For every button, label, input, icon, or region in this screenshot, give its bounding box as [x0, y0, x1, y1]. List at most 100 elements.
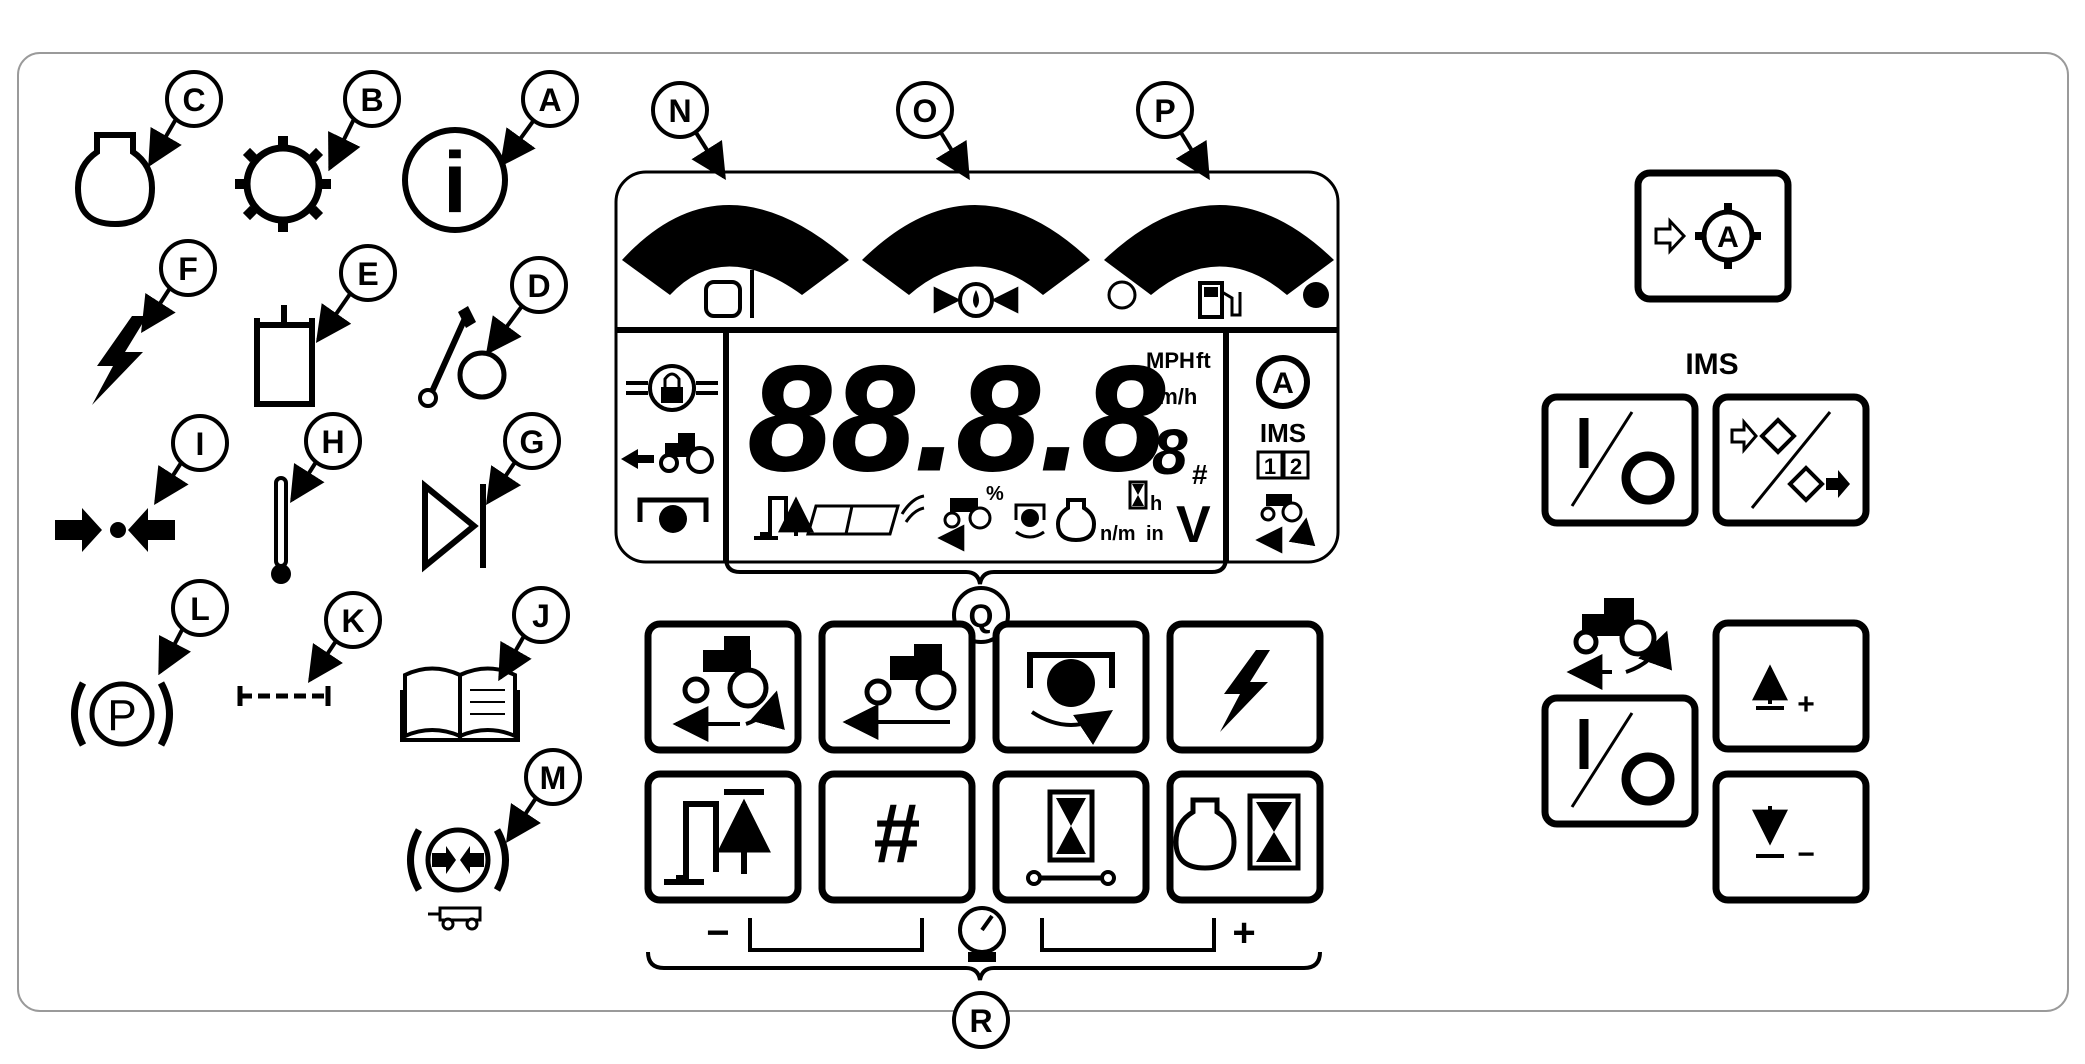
callout-k: K: [324, 591, 382, 649]
callout-i: I: [171, 414, 229, 472]
unit-h: h: [1150, 493, 1162, 515]
svg-text:E: E: [357, 256, 378, 292]
callout-j: J: [512, 586, 570, 644]
svg-text:O: O: [913, 93, 938, 129]
hash-key[interactable]: #: [818, 770, 976, 904]
parking-brake-icon: P: [71, 681, 173, 747]
svg-text:H: H: [321, 424, 344, 460]
converging-arrows-icon: [55, 508, 175, 552]
lcd-tractor-turn-icon: [1255, 494, 1316, 554]
lcd-engine-icon: [1055, 498, 1097, 543]
svg-text:i: i: [443, 135, 467, 231]
svg-text:P: P: [1154, 93, 1175, 129]
svg-text:B: B: [360, 82, 383, 118]
headland-tractor-icon: [1566, 598, 1673, 690]
speedometer-icon: [958, 906, 1006, 962]
svg-text:L: L: [190, 591, 210, 627]
raise-increase-key[interactable]: +: [1712, 619, 1870, 753]
lcd-auto-gear-icon: A: [1256, 355, 1310, 409]
decrease-label: −: [706, 911, 729, 955]
callout-n: N: [651, 81, 709, 139]
svg-text:A: A: [1272, 367, 1294, 400]
svg-text:M: M: [540, 760, 567, 796]
service-hourglass-key[interactable]: [992, 770, 1150, 904]
callout-o: O: [896, 81, 954, 139]
callout-r: R: [952, 991, 1010, 1049]
callout-p: P: [1136, 81, 1194, 139]
dashed-width-icon: [237, 686, 331, 706]
decrease-bracket: [748, 918, 924, 952]
lcd-gear-bracket-icon: [637, 497, 709, 533]
callout-g: G: [503, 412, 561, 470]
svg-text:F: F: [178, 251, 198, 287]
headland-on-off-key[interactable]: [1541, 694, 1699, 828]
callout-d: D: [510, 256, 568, 314]
ims-sequence-key[interactable]: [1712, 393, 1870, 527]
callout-e: E: [339, 244, 397, 302]
tractor-reverse-key[interactable]: [818, 620, 976, 754]
callout-h: H: [304, 412, 362, 470]
svg-text:2: 2: [1290, 454, 1302, 479]
lcd-slip-tractor-icon: %: [900, 483, 1004, 552]
auto-transmission-key[interactable]: A: [1634, 169, 1792, 303]
svg-text:K: K: [341, 603, 364, 639]
unit-kmh: km/h: [1146, 384, 1197, 409]
svg-text:R: R: [969, 1003, 992, 1039]
small-digit: 8: [1152, 416, 1188, 488]
svg-text:G: G: [520, 424, 545, 460]
open-book-icon: [400, 666, 520, 742]
unit-mph: MPH: [1146, 348, 1195, 373]
svg-text:I: I: [196, 426, 205, 462]
coolant-temperature-gauge: [622, 205, 849, 318]
svg-text:A: A: [538, 82, 561, 118]
lcd-display: [614, 170, 1340, 564]
svg-text:D: D: [527, 268, 550, 304]
svg-text:J: J: [532, 598, 550, 634]
oil-pressure-gauge: [862, 205, 1090, 318]
lower-decrease-key[interactable]: −: [1712, 770, 1870, 904]
svg-text:%: %: [986, 483, 1004, 505]
svg-text:#: #: [874, 786, 921, 880]
svg-text:C: C: [182, 82, 205, 118]
svg-text:A: A: [1717, 221, 1739, 254]
filter-icon: [254, 305, 315, 407]
increase-label: +: [1232, 911, 1255, 955]
callout-c: C: [165, 70, 223, 128]
callout-l: L: [171, 579, 229, 637]
engine-hours-key[interactable]: [1166, 770, 1324, 904]
lcd-gear-rotate-icon: [1014, 503, 1046, 539]
bracket-q: [724, 557, 1228, 585]
gear-rotate-key[interactable]: [992, 620, 1150, 754]
bracket-r: [646, 951, 1322, 981]
svg-text:P: P: [107, 691, 136, 740]
tractor-reverse-icon: [621, 433, 714, 474]
lcd-hourglass-icon: [1128, 480, 1148, 510]
increase-bracket: [1040, 918, 1216, 952]
lcd-hitch-height-icon: [754, 496, 814, 540]
trailer-brake-icon: [407, 827, 509, 931]
svg-text:−: −: [1797, 838, 1815, 871]
unit-in: in: [1146, 523, 1164, 545]
lightning-key[interactable]: [1166, 620, 1324, 754]
transmission-gear-icon: [235, 136, 331, 232]
ims-on-off-key[interactable]: [1541, 393, 1699, 527]
svg-text:1: 1: [1264, 454, 1276, 479]
fuel-level-gauge: [1104, 205, 1334, 319]
unit-nm: n/m: [1100, 523, 1136, 545]
callout-m: M: [524, 748, 582, 806]
engine-icon: [74, 132, 156, 228]
panel-outline: [17, 52, 2069, 1012]
svg-text:88.8.8: 88.8.8: [748, 334, 1166, 502]
tractor-turn-key[interactable]: [644, 620, 802, 754]
svg-text:+: +: [1797, 688, 1815, 721]
hash-indicator: #: [1192, 459, 1208, 490]
lcd-ims-label: IMS: [1260, 418, 1306, 448]
thermometer-icon: [271, 476, 291, 584]
unit-volts: V: [1176, 496, 1211, 554]
hitch-height-key[interactable]: [644, 770, 802, 904]
diode-icon: [422, 479, 486, 573]
svg-text:N: N: [668, 93, 691, 129]
memory-slot-indicators: 1 2: [1256, 450, 1310, 480]
callout-f: F: [159, 239, 217, 297]
